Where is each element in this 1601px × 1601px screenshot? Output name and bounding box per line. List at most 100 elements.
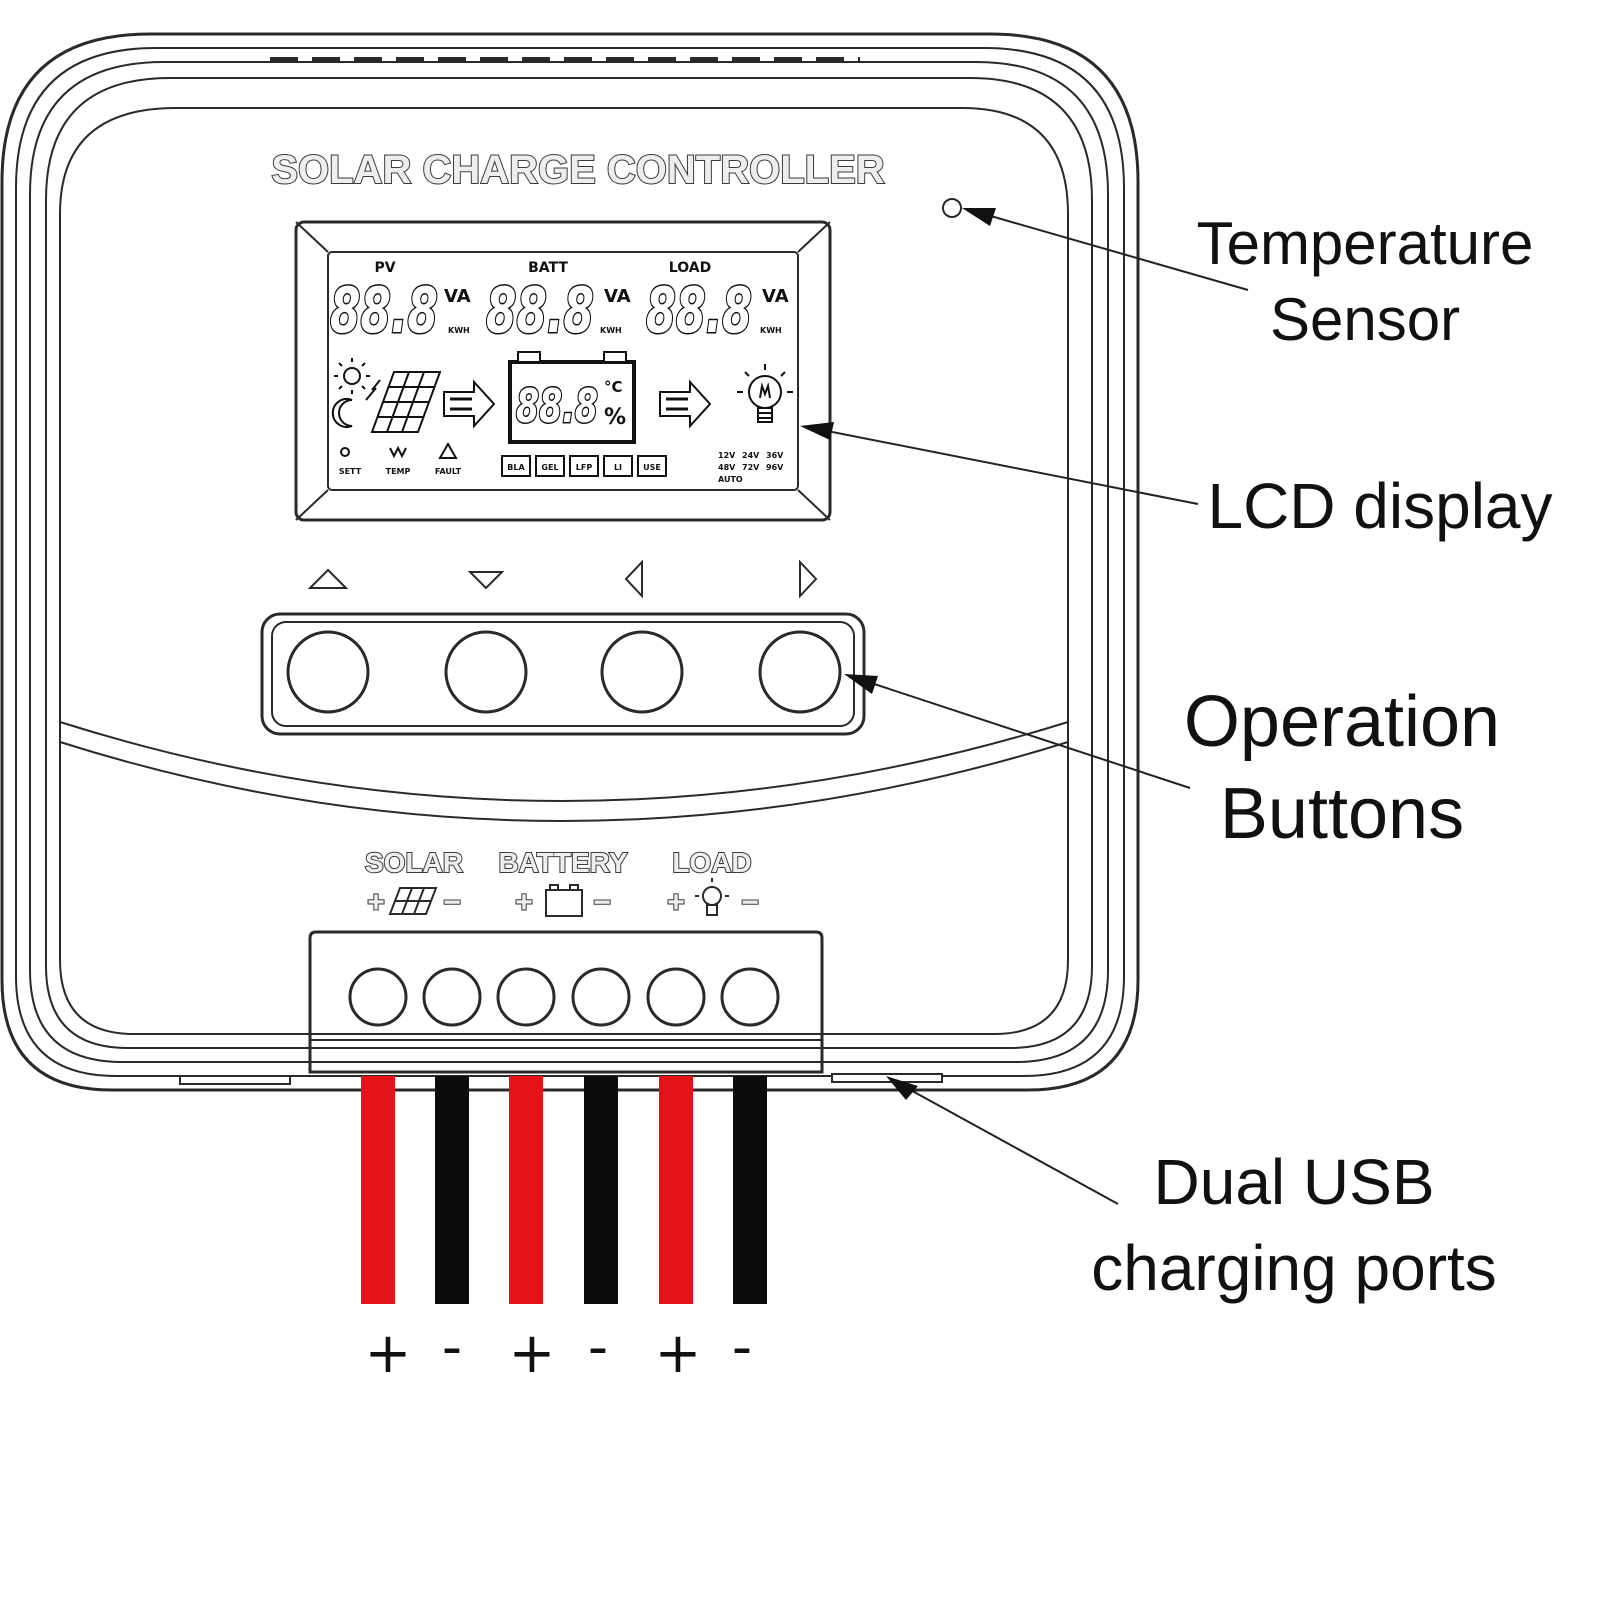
voltage-96v: 96V	[766, 463, 784, 472]
callout-usb-line1: Dual USB	[1154, 1146, 1435, 1218]
wire-load-negative	[733, 1076, 767, 1304]
terminal-label-load: LOAD	[672, 847, 751, 878]
down-button[interactable]	[444, 630, 528, 714]
callout-leader-temperature	[962, 208, 1249, 291]
voltage-36v: 36V	[766, 451, 784, 460]
wire-battery-negative	[584, 1076, 618, 1304]
sun-icon	[334, 358, 370, 394]
lcd-load-section: LOAD 88.8 VA KWH	[645, 260, 789, 349]
voltage-option-row: 12V 24V 36V 48V 72V 96V AUTO	[718, 451, 784, 484]
bulb-icon	[695, 878, 729, 916]
solar-plus-mark: +	[367, 886, 385, 919]
lcd-batt-section: BATT 88.8 VA KWH	[485, 260, 631, 349]
lcd-pv-unit-kwh: KWH	[448, 326, 470, 335]
lcd-pv-section: PV 88.8 VA KWH	[329, 260, 471, 349]
battery-type-gel: GEL	[541, 463, 558, 472]
battery-type-bla: BLA	[507, 463, 525, 472]
lcd-pv-label: PV	[374, 260, 395, 276]
terminal-screw	[348, 967, 408, 1027]
callout-leader-usb	[886, 1076, 1119, 1205]
left-button[interactable]	[600, 630, 684, 714]
down-arrow-icon	[467, 571, 505, 590]
lcd-load-unit-kwh: KWH	[760, 326, 782, 335]
callout-leader-lcd	[800, 422, 1199, 505]
settings-icon	[340, 447, 350, 457]
controller-housing	[0, 32, 1140, 1092]
wire-solar-negative	[435, 1076, 469, 1304]
wire-polarity-label: -	[442, 1315, 462, 1380]
battery-icon	[545, 884, 583, 917]
lcd-batt-unit-va: VA	[604, 286, 631, 307]
usb-port	[179, 1075, 291, 1085]
battery-icon	[508, 351, 636, 444]
callout-temperature-line2: Sensor	[1270, 286, 1460, 353]
terminal-label-solar: SOLAR	[365, 847, 463, 878]
lcd-status-sett: SETT	[339, 467, 362, 476]
lcd-load-unit-va: VA	[762, 286, 789, 307]
battery-type-li: LI	[614, 463, 622, 472]
callout-leader-buttons	[844, 674, 1191, 789]
terminal-screw	[422, 967, 482, 1027]
lcd-batt-unit-kwh: KWH	[600, 326, 622, 335]
solar-minus-mark: −	[443, 886, 461, 919]
solar-panel-icon	[388, 887, 438, 915]
temperature-icon	[389, 445, 407, 459]
terminal-screw	[720, 967, 780, 1027]
lcd-status-fault: FAULT	[435, 467, 462, 476]
flow-arrow-icon	[443, 379, 496, 429]
panel-divider	[59, 741, 1069, 822]
lcd-status-temp: TEMP	[386, 467, 411, 476]
flow-arrow-icon	[659, 379, 712, 429]
button-panel	[260, 612, 866, 736]
lcd-batt-label: BATT	[528, 260, 568, 276]
temperature-sensor	[942, 198, 962, 218]
callout-temperature-line1: Temperature	[1197, 210, 1534, 277]
callout-lcd-display: LCD display	[1207, 470, 1552, 542]
lcd-pv-unit-va: VA	[444, 286, 471, 307]
right-button[interactable]	[758, 630, 842, 714]
voltage-12v: 12V	[718, 451, 736, 460]
lcd-load-digits: 88.8	[646, 274, 752, 347]
up-button[interactable]	[286, 630, 370, 714]
terminal-label-battery: BATTERY	[498, 847, 627, 878]
lcd-unit-celsius: °C	[604, 378, 623, 396]
battery-plus-mark: +	[515, 886, 533, 919]
voltage-auto: AUTO	[718, 475, 743, 484]
device-title: SOLAR CHARGE CONTROLLER	[271, 148, 884, 192]
lcd-display: PV 88.8 VA KWH BATT 88.8 VA KWH LOAD 88.…	[294, 220, 832, 522]
left-arrow-icon	[624, 559, 643, 599]
wire-polarity-label: +	[655, 1321, 702, 1386]
wire-polarity-label: -	[732, 1315, 752, 1380]
solar-panel-icon	[365, 371, 442, 433]
voltage-24v: 24V	[742, 451, 760, 460]
battery-type-row: BLA GEL LFP LI USE	[501, 455, 667, 477]
usb-port	[831, 1073, 943, 1083]
callout-usb-line2: charging ports	[1091, 1232, 1497, 1304]
lcd-battery-digits: 88.8	[516, 379, 598, 433]
lcd-load-label: LOAD	[669, 260, 711, 276]
battery-minus-mark: −	[593, 886, 611, 919]
moon-icon	[331, 398, 353, 428]
lcd-status-row: SETT TEMP FAULT	[339, 441, 462, 476]
bulb-icon	[737, 364, 793, 423]
terminal-screw	[571, 967, 631, 1027]
up-arrow-icon	[307, 568, 349, 589]
terminal-screw	[496, 967, 556, 1027]
wire-polarity-label: +	[365, 1321, 412, 1386]
lcd-batt-digits: 88.8	[486, 274, 594, 347]
wire-load-positive	[659, 1076, 693, 1304]
callout-buttons-line1: Operation	[1184, 682, 1500, 762]
voltage-72v: 72V	[742, 463, 760, 472]
wire-battery-positive	[509, 1076, 543, 1304]
battery-type-use: USE	[643, 463, 661, 472]
warning-icon	[438, 441, 458, 459]
terminal-screw	[646, 967, 706, 1027]
lcd-pv-digits: 88.8	[330, 274, 438, 347]
battery-type-lfp: LFP	[576, 463, 593, 472]
terminal-block	[308, 930, 824, 1074]
lcd-unit-percent: %	[604, 405, 626, 430]
wire-polarity-label: +	[509, 1321, 556, 1386]
load-minus-mark: −	[741, 886, 759, 919]
right-arrow-icon	[799, 559, 818, 599]
